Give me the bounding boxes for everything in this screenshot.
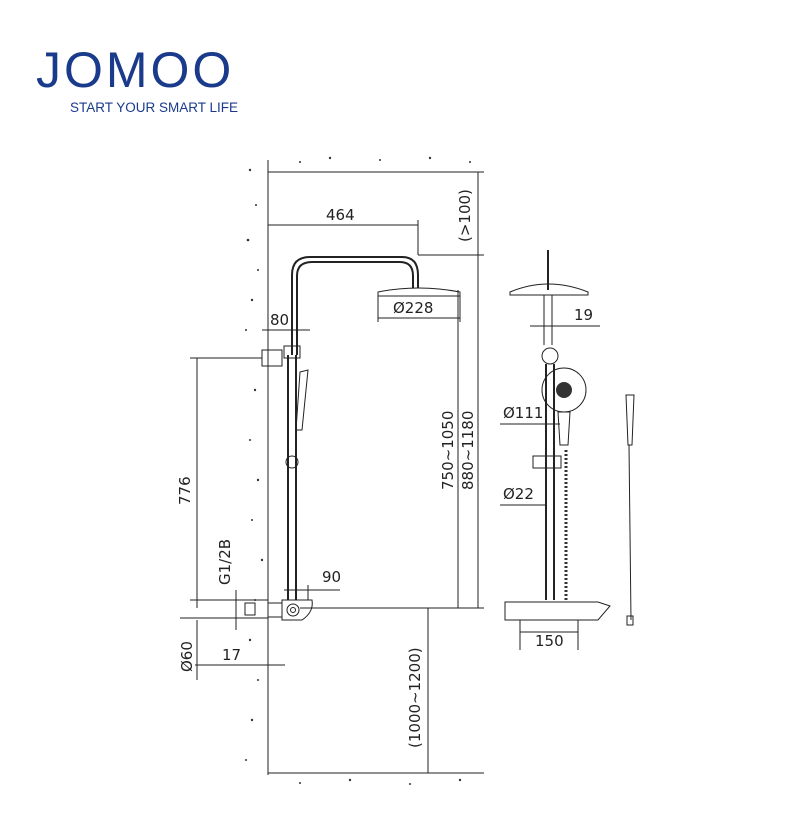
dim-adjust-range-1: 750~1050 [439, 411, 457, 490]
shower-front-view [244, 256, 461, 621]
dim-rail-diameter: Ø22 [503, 485, 534, 503]
dim-adjust-range-2: 880~1180 [459, 411, 477, 490]
brand-name: JOMOO [36, 42, 235, 98]
dim-mixer-width: 150 [535, 632, 564, 650]
dim-mixer-depth: 90 [322, 568, 341, 586]
dim-side-offset: 19 [574, 306, 593, 324]
shower-side-view [500, 250, 635, 650]
dim-rail-height: 776 [176, 476, 194, 505]
dimension-lines [180, 172, 484, 773]
brand-logo: JOMOO START YOUR SMART LIFE [36, 44, 238, 115]
dim-thread: G1/2B [216, 539, 234, 585]
dim-arm-length: 464 [326, 206, 355, 224]
dim-head-diameter: Ø228 [393, 299, 433, 317]
dim-wall-offset: 80 [270, 311, 289, 329]
dim-flange-offset: 17 [222, 646, 241, 664]
dim-hand-shower-diameter: Ø111 [503, 404, 543, 422]
wall-hatching [245, 156, 471, 785]
dim-flange-diameter: Ø60 [178, 641, 196, 672]
brand-tagline: START YOUR SMART LIFE [70, 100, 239, 115]
dim-install-height: (1000~1200) [406, 647, 424, 748]
dim-ceiling-clearance: (>100) [456, 189, 474, 242]
wall [245, 156, 484, 785]
